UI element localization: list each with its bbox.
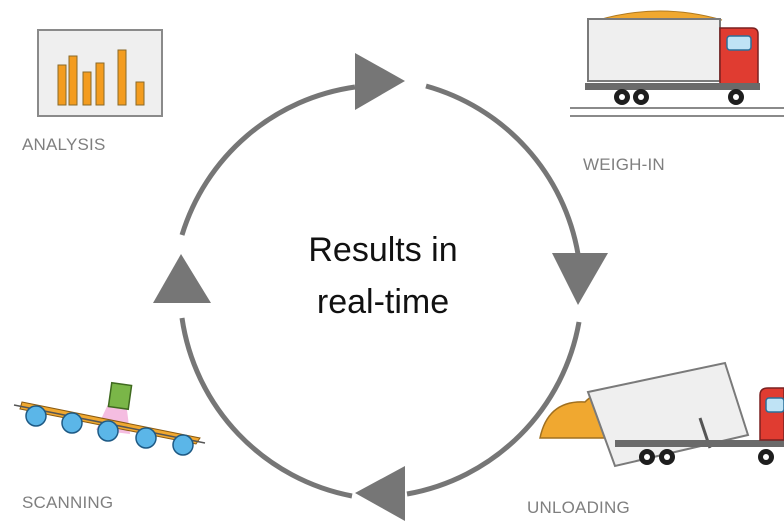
step-label-unloading: UNLOADING xyxy=(527,498,630,517)
step-label-weigh-in: WEIGH-IN xyxy=(583,155,665,174)
bar-chart-icon xyxy=(37,29,163,117)
center-title-line-2: real-time xyxy=(316,283,450,321)
cycle-ring xyxy=(179,83,582,499)
truck-icon xyxy=(570,10,784,117)
arrowhead-bottom-icon xyxy=(355,466,405,521)
conveyor-scanner-icon xyxy=(13,381,206,456)
arrowhead-top-icon xyxy=(355,53,405,110)
cycle-arc-top-right xyxy=(425,83,581,255)
cycle-arc-top-left xyxy=(179,84,356,236)
step-label-analysis: ANALYSIS xyxy=(22,135,106,154)
arrowhead-left-icon xyxy=(153,254,211,303)
step-label-scanning: SCANNING xyxy=(22,493,114,512)
cycle-arc-bottom-left xyxy=(179,317,353,499)
center-title: Results in real-time xyxy=(268,224,498,328)
cycle-arrowheads xyxy=(153,53,608,521)
cycle-arc-bottom-right xyxy=(406,321,582,497)
center-title-line-1: Results in xyxy=(308,231,458,269)
arrowhead-right-icon xyxy=(552,253,608,305)
dump-truck-icon xyxy=(539,361,784,468)
